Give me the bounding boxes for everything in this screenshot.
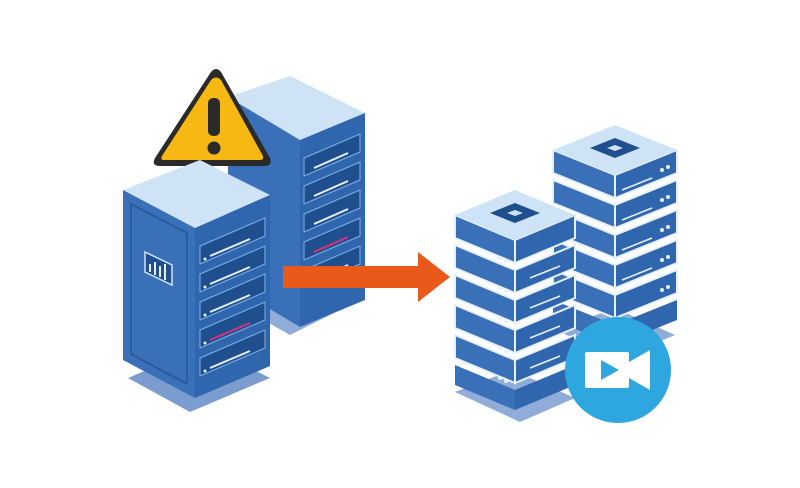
back-rack-led-pink	[313, 236, 349, 253]
front-rack-led-pink	[209, 322, 251, 341]
back-stack-leds	[660, 165, 670, 292]
front-rack-label-plate	[144, 250, 173, 287]
back-rack-top	[228, 76, 365, 140]
front-rack-side	[123, 190, 195, 398]
front-stack-units	[454, 213, 576, 410]
video-camera-icon	[565, 317, 671, 423]
front-rack-top	[123, 160, 270, 228]
warning-triangle-icon	[153, 69, 271, 166]
arrow-right-icon	[283, 252, 450, 302]
front-server-rack	[123, 160, 270, 398]
front-rack-door	[130, 202, 188, 386]
back-server-stack	[552, 125, 678, 345]
front-stack-leds	[498, 256, 508, 383]
front-server-stack	[454, 190, 576, 410]
